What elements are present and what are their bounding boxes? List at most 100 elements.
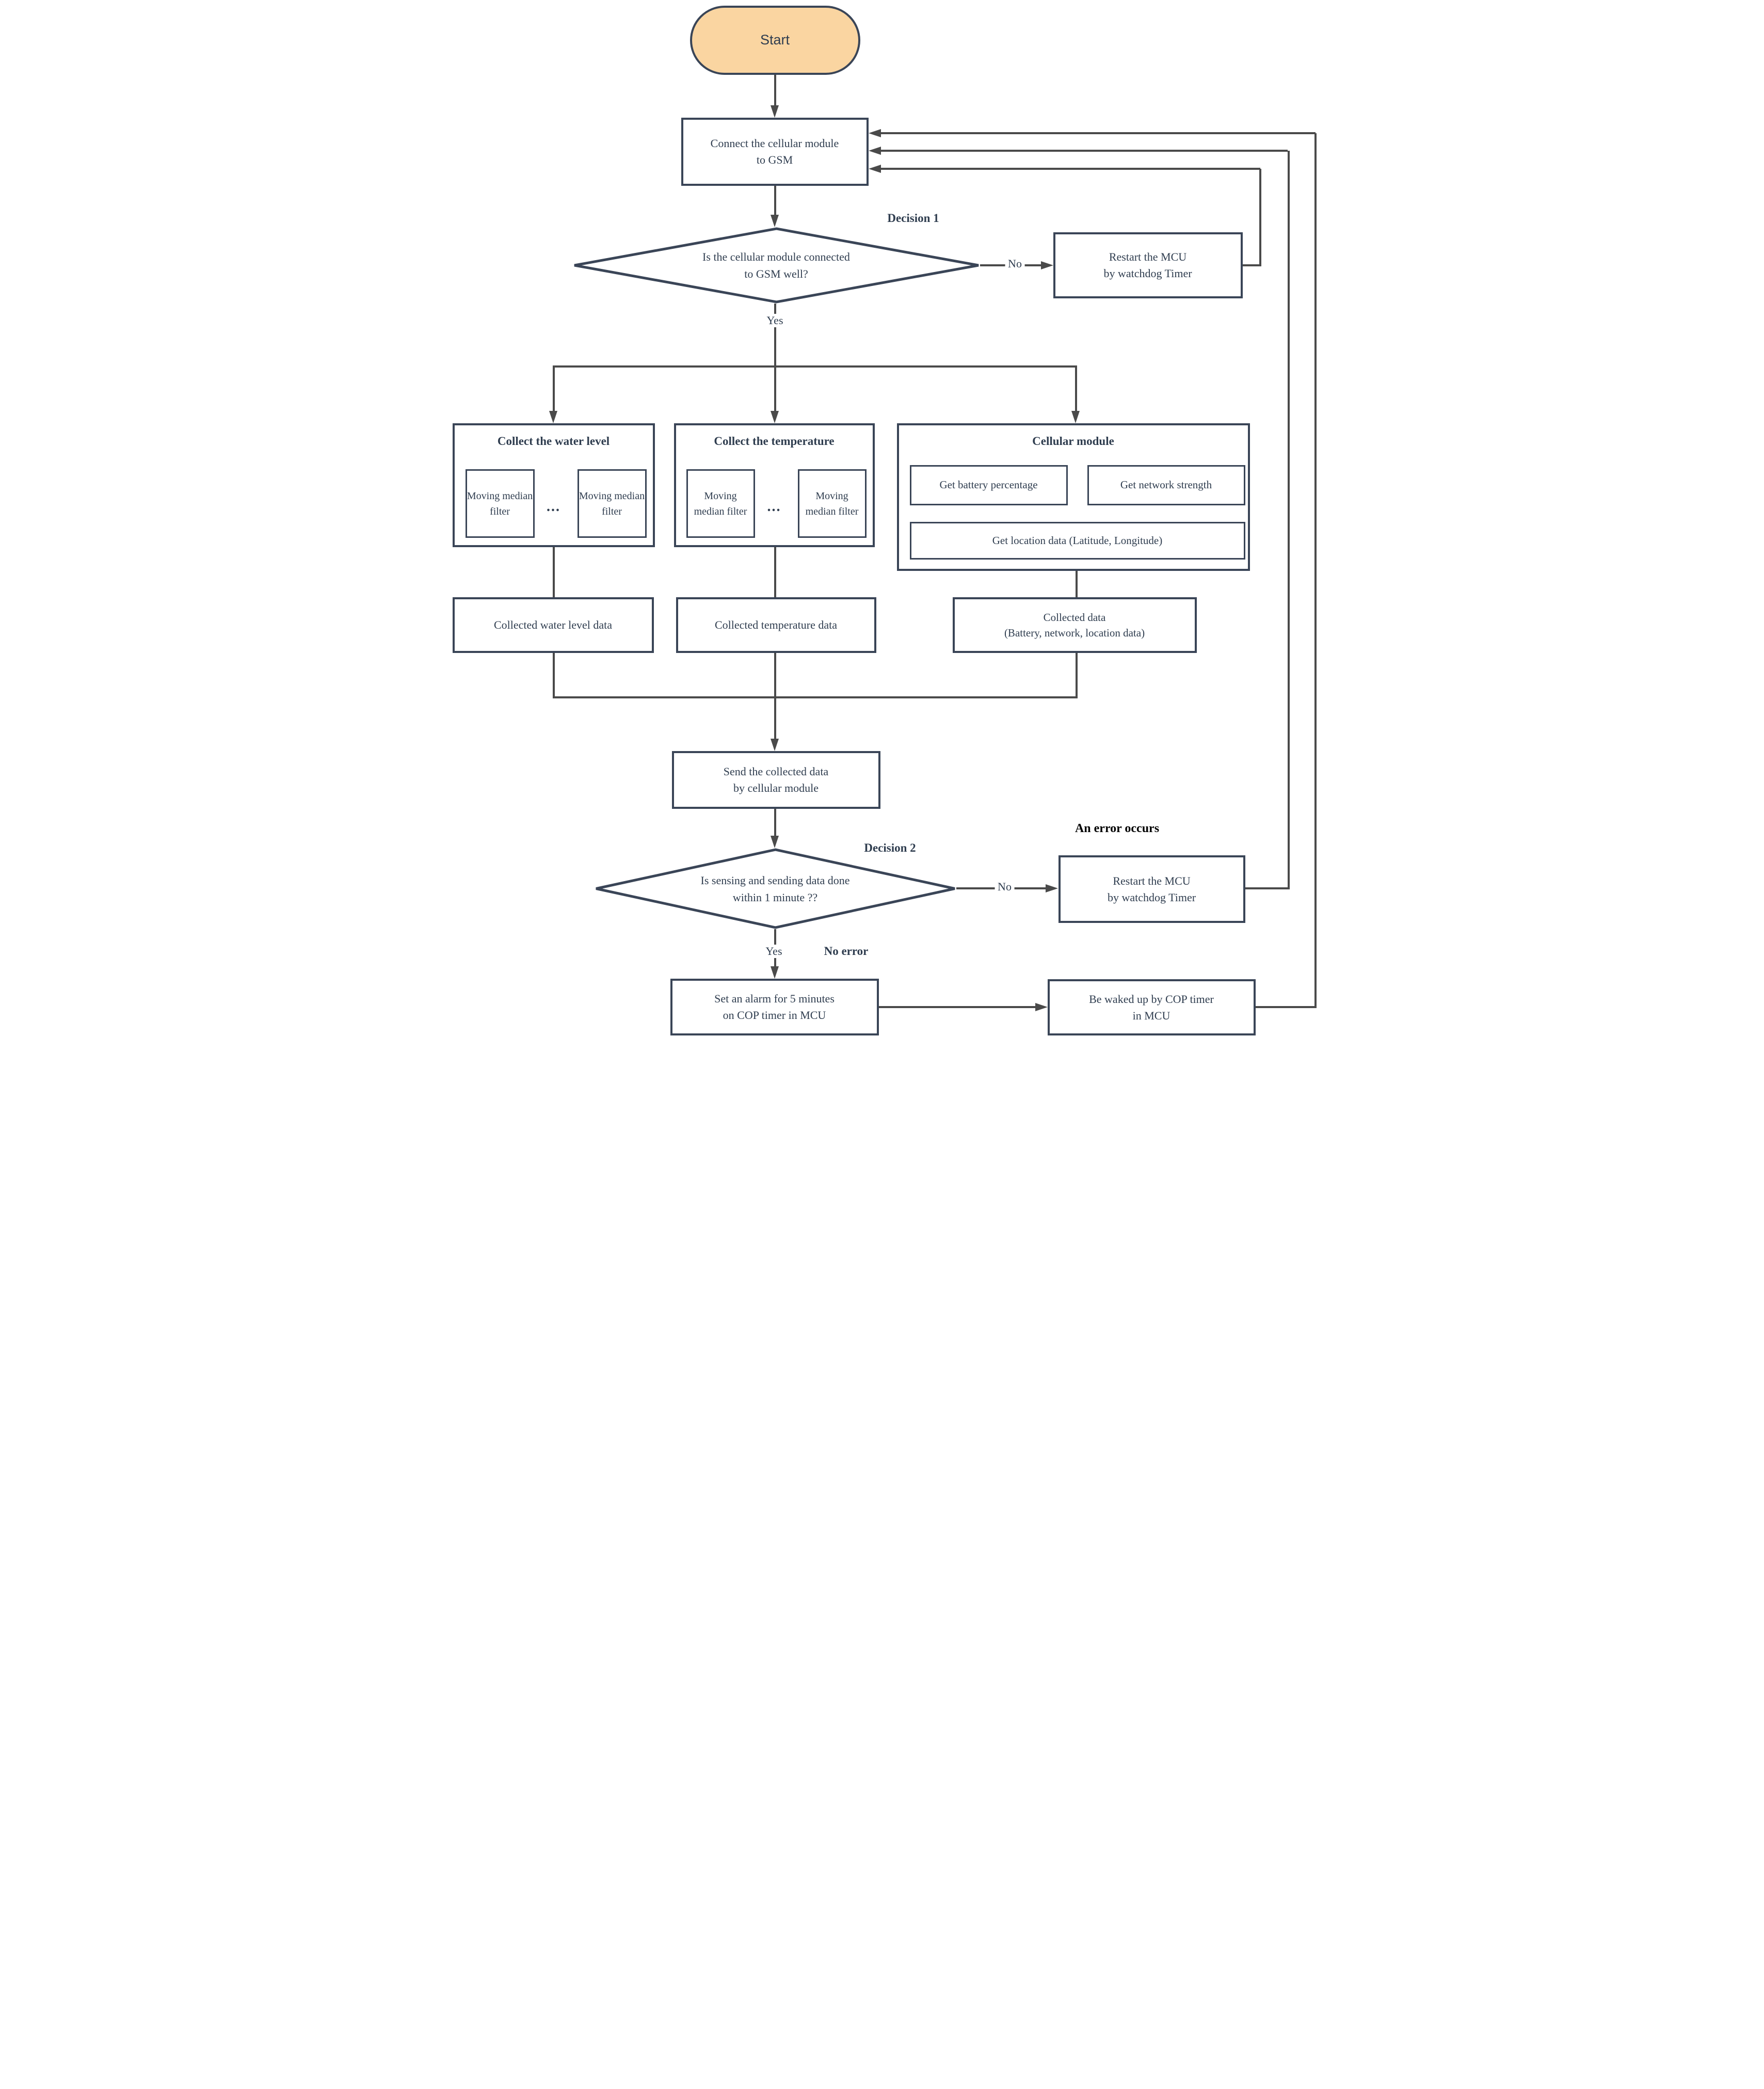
connector-merge-send	[774, 696, 776, 740]
send-data-line1: Send the collected data	[723, 765, 829, 778]
branch-mid-line	[774, 365, 776, 412]
arrowhead-feedback2-into-connect	[868, 147, 881, 155]
wake-up-node: Be waked up by COP timer in MCU	[1047, 979, 1256, 1035]
restart-mcu-2-node: Restart the MCU by watchdog Timer	[1058, 855, 1245, 923]
connect-gsm-line2: to GSM	[756, 153, 793, 166]
arrowhead-feedback3-into-connect	[868, 129, 881, 137]
collected-cell-line2: (Battery, network, location data)	[1004, 627, 1145, 639]
get-battery-label: Get battery percentage	[939, 479, 1038, 491]
decision1-node: Is the cellular module connected to GSM …	[573, 227, 980, 304]
send-data-node: Send the collected data by cellular modu…	[671, 751, 880, 809]
connect-gsm-node: Connect the cellular module to GSM	[681, 118, 869, 186]
error-occurs-label: An error occurs	[1075, 822, 1160, 835]
collect-temp-filter-2: Moving median filter	[797, 469, 867, 538]
collect-temp-filter-1-label: Moving median filter	[694, 490, 747, 517]
collected-water-node: Collected water level data	[452, 597, 654, 653]
feedback3-vertical	[1314, 133, 1317, 1007]
feedback1-horizontal	[879, 168, 1260, 170]
wake-up-line1: Be waked up by COP timer	[1089, 992, 1214, 1006]
get-location-box: Get location data (Latitude, Longitude)	[909, 522, 1245, 560]
feedback2-stub	[1245, 887, 1289, 889]
restart-mcu-2-line1: Restart the MCU	[1113, 874, 1191, 887]
arrowhead-into-set-alarm	[770, 966, 779, 979]
get-location-label: Get location data (Latitude, Longitude)	[992, 534, 1163, 547]
get-battery-box: Get battery percentage	[909, 465, 1068, 505]
arrowhead-into-connect	[770, 105, 779, 118]
decision2-no-label: No	[995, 880, 1015, 894]
decision1-yes-label: Yes	[763, 314, 787, 327]
arrowhead-into-collect-water	[549, 411, 557, 423]
feedback2-vertical	[1287, 151, 1290, 889]
restart-mcu-1-line2: by watchdog Timer	[1103, 267, 1192, 280]
decision2-yes-label: Yes	[762, 945, 785, 958]
decision2-tag: Decision 2	[864, 841, 916, 854]
decision1-line2: to GSM well?	[744, 267, 808, 280]
decision2-diamond-shape	[595, 848, 955, 929]
wake-up-line2: in MCU	[1132, 1009, 1170, 1022]
arrowhead-into-wake	[1035, 1003, 1048, 1011]
cellular-module-node: Cellular module Get battery percentage G…	[896, 423, 1250, 571]
start-node: Start	[689, 6, 860, 75]
no-error-label: No error	[824, 945, 869, 958]
connector-alarm-wake	[878, 1006, 1036, 1008]
collected-cell-node: Collected data (Battery, network, locati…	[952, 597, 1197, 653]
decision2-line1: Is sensing and sending data done	[700, 873, 850, 887]
split-line	[552, 365, 1077, 368]
connector-cell-merge	[1075, 653, 1078, 697]
collect-temp-filter-1: Moving median filter	[686, 469, 755, 538]
decision1-tag: Decision 1	[887, 212, 939, 225]
connector-water-merge	[552, 653, 555, 697]
branch-right-line	[1075, 365, 1077, 412]
collect-water-node: Collect the water level Moving median fi…	[452, 423, 655, 547]
feedback1-stub	[1242, 264, 1261, 266]
branch-left-line	[552, 365, 555, 412]
decision2-node: Is sensing and sending data done within …	[595, 848, 956, 929]
feedback3-stub	[1255, 1006, 1317, 1008]
connector-cell-collected	[1075, 571, 1078, 597]
collect-temp-ellipsis: ...	[767, 499, 781, 515]
collected-water-label: Collected water level data	[493, 618, 613, 632]
collect-water-ellipsis: ...	[547, 499, 560, 515]
connector-water-collected	[552, 547, 555, 597]
collect-water-title: Collect the water level	[497, 435, 610, 448]
connector-temp-merge	[774, 653, 776, 697]
connector-send-decision2	[774, 809, 776, 837]
collect-water-filter-1: Moving median filter	[465, 469, 535, 538]
get-network-box: Get network strength	[1087, 465, 1245, 505]
connector-temp-collected	[774, 547, 776, 597]
arrowhead-into-decision1	[770, 215, 779, 227]
arrowhead-into-send	[770, 739, 779, 751]
collect-temp-node: Collect the temperature Moving median fi…	[673, 423, 875, 547]
restart-mcu-1-node: Restart the MCU by watchdog Timer	[1053, 232, 1243, 298]
send-data-line2: by cellular module	[733, 782, 819, 794]
connector-decision1-yes	[774, 304, 776, 366]
feedback2-horizontal	[879, 150, 1288, 152]
cellular-module-title: Cellular module	[1032, 435, 1114, 448]
arrowhead-into-collect-temp	[770, 411, 779, 423]
start-label: Start	[760, 32, 790, 48]
arrowhead-into-cellular	[1071, 411, 1080, 423]
collect-water-filter-1-label: Moving median filter	[467, 490, 533, 517]
collected-temp-node: Collected temperature data	[676, 597, 876, 653]
restart-mcu-1-line1: Restart the MCU	[1109, 250, 1187, 264]
decision2-text: Is sensing and sending data done within …	[595, 848, 956, 929]
arrowhead-feedback1-into-connect	[868, 165, 881, 173]
arrowhead-into-decision2	[770, 836, 779, 848]
flowchart-canvas: Start Connect the cellular module to GSM…	[441, 0, 1323, 1045]
decision2-line2: within 1 minute ??	[732, 890, 818, 904]
decision1-text: Is the cellular module connected to GSM …	[573, 227, 980, 304]
connector-connect-decision1	[774, 186, 776, 216]
decision1-line1: Is the cellular module connected	[702, 250, 850, 263]
get-network-label: Get network strength	[1120, 479, 1212, 491]
merge-line	[552, 696, 1078, 698]
collect-water-filter-2: Moving median filter	[577, 469, 647, 538]
restart-mcu-2-line2: by watchdog Timer	[1107, 890, 1196, 904]
set-alarm-node: Set an alarm for 5 minutes on COP timer …	[670, 979, 879, 1035]
collected-temp-label: Collected temperature data	[715, 618, 837, 632]
feedback1-vertical	[1259, 169, 1261, 266]
set-alarm-line2: on COP timer in MCU	[723, 1009, 826, 1022]
set-alarm-line1: Set an alarm for 5 minutes	[714, 992, 835, 1006]
decision1-diamond-shape	[574, 227, 979, 304]
collect-temp-filter-2-label: Moving median filter	[805, 490, 859, 517]
collect-temp-title: Collect the temperature	[714, 435, 835, 448]
